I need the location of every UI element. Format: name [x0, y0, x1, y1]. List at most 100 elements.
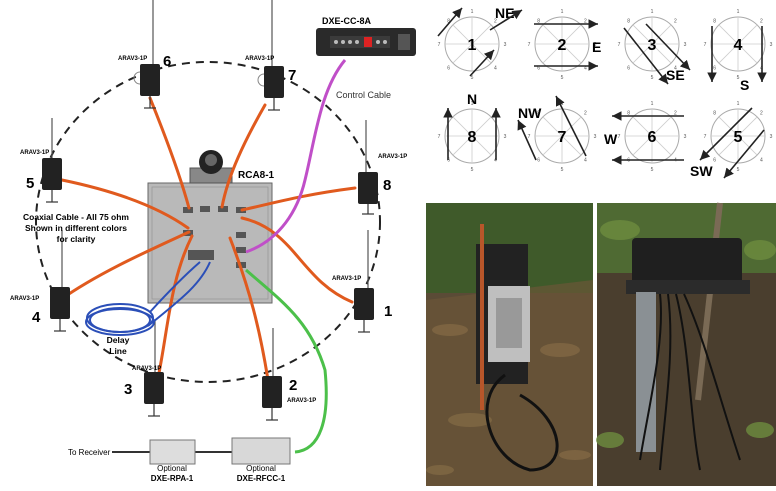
pattern-ring-label: 7 [438, 42, 441, 48]
pattern-spoke [561, 43, 582, 64]
pattern-ring-label: 5 [561, 167, 564, 173]
antenna-1-model: ARAV3-1P [332, 276, 361, 282]
antenna-7-model: ARAV3-1P [245, 56, 274, 62]
pattern-ring-label: 2 [674, 111, 677, 117]
antenna-6-model: ARAV3-1P [118, 56, 147, 62]
antenna-4-number: 4 [32, 309, 41, 326]
delay-line-label-1: Delay [107, 335, 130, 345]
antenna-7-number: 7 [288, 67, 296, 84]
pattern-number: 8 [468, 129, 477, 146]
antenna-8 [358, 172, 378, 204]
pattern-number: 6 [648, 129, 657, 146]
antenna-7 [257, 66, 284, 98]
antenna-4 [50, 287, 70, 319]
antenna-whips [51, 0, 369, 376]
pattern-direction: N [467, 91, 477, 107]
delay-line [85, 261, 211, 336]
antenna-6 [133, 64, 160, 96]
pattern-ring-label: 7 [618, 42, 621, 48]
antenna-5-number: 5 [26, 175, 34, 192]
pattern-spoke [737, 116, 758, 137]
antenna-8-number: 8 [383, 177, 391, 194]
antenna-1 [354, 288, 374, 320]
receiver-label: To Receiver [68, 448, 111, 457]
pattern-spoke [632, 116, 653, 137]
photo-antenna-unit [426, 203, 593, 486]
pattern-ring-label: 4 [494, 157, 497, 163]
antenna-8-model: ARAV3-1P [378, 154, 407, 160]
pattern-ring-label: 3 [770, 134, 773, 140]
antenna-3 [144, 372, 164, 404]
pattern-ring-label: 1 [471, 9, 474, 15]
pattern-spoke [737, 43, 758, 64]
pattern-ring-label: 8 [447, 19, 450, 25]
pattern-ring-label: 2 [584, 111, 587, 117]
pattern-ring-label: 1 [737, 101, 740, 107]
pattern-arrow [517, 119, 537, 161]
pattern-spoke [471, 116, 492, 137]
controller-box [316, 28, 416, 56]
pattern-arrow [469, 49, 495, 77]
pattern-ring-label: 5 [471, 167, 474, 173]
pattern-ring-label: 8 [713, 19, 716, 25]
pattern-ring-label: 5 [651, 167, 654, 173]
pattern-ring-label: 4 [584, 65, 587, 71]
pipe-mount [636, 292, 656, 452]
pattern-ring-label: 5 [651, 75, 654, 81]
pattern-direction: NE [495, 5, 514, 21]
pattern-ring-label: 8 [537, 19, 540, 25]
control-cable [245, 59, 347, 254]
pattern-arrow [623, 27, 669, 85]
pattern-spoke [651, 135, 672, 156]
rfcc-box [231, 437, 291, 465]
pattern-ring-label: 6 [537, 65, 540, 71]
pattern-number: 3 [648, 37, 657, 54]
pattern-spoke [718, 135, 739, 156]
pattern-number: 5 [734, 129, 743, 146]
pattern-ring-label: 1 [561, 9, 564, 15]
pattern-ring-label: 1 [737, 9, 740, 15]
pattern-ring-label: 7 [618, 134, 621, 140]
antenna-3-number: 3 [124, 381, 132, 398]
coax-cables [58, 96, 357, 382]
pattern-ring-label: 5 [561, 75, 564, 81]
pattern-ring-label: 6 [447, 65, 450, 71]
preamp-box [149, 439, 196, 465]
pattern-ring-label: 2 [584, 19, 587, 25]
coax-note-line-3: for clarity [57, 234, 96, 244]
rfcc-label: DXE-RFCC-1 [237, 474, 286, 483]
pattern-ring-label: 4 [674, 65, 677, 71]
pattern-ring-label: 2 [494, 19, 497, 25]
direction-pattern-n: 123456788N [438, 91, 507, 173]
pattern-ring-label: 1 [651, 101, 654, 107]
pattern-ring-label: 5 [737, 75, 740, 81]
pattern-ring-label: 5 [737, 167, 740, 173]
pattern-ring-label: 3 [684, 134, 687, 140]
pattern-ring-label: 7 [704, 134, 707, 140]
pattern-spoke [542, 24, 563, 45]
pattern-direction: NW [518, 105, 542, 121]
pattern-ring-label: 4 [494, 65, 497, 71]
pattern-ring-label: 7 [704, 42, 707, 48]
pattern-spoke [471, 135, 492, 156]
rfcc-cable [245, 268, 328, 454]
antenna-5-model: ARAV3-1P [20, 150, 49, 156]
antenna-array-circle [35, 61, 381, 383]
pattern-number: 4 [734, 37, 743, 54]
pattern-ring-label: 3 [504, 134, 507, 140]
pattern-ring-label: 1 [471, 101, 474, 107]
antenna-4-model: ARAV3-1P [10, 296, 39, 302]
pattern-ring-label: 3 [594, 134, 597, 140]
pattern-spoke [718, 116, 739, 137]
pattern-ring-label: 2 [674, 19, 677, 25]
pattern-direction: W [604, 131, 618, 147]
pattern-spoke [542, 43, 563, 64]
pattern-ring-label: 4 [584, 157, 587, 163]
pattern-number: 2 [558, 37, 567, 54]
